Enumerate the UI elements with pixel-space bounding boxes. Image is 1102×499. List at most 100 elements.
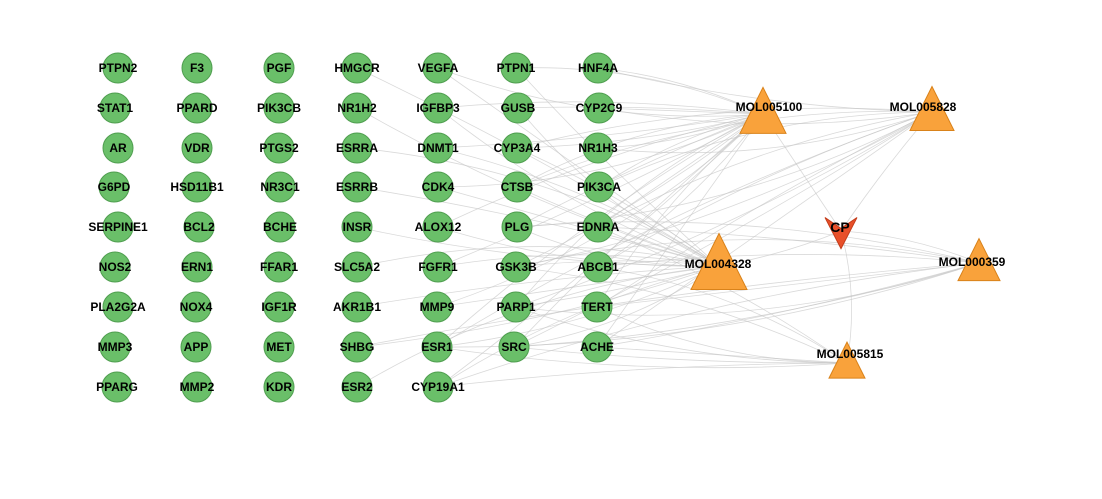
molecule-node[interactable]: MOL005828 — [890, 85, 957, 131]
molecule-triangle[interactable] — [739, 86, 787, 134]
gene-node-circle[interactable] — [102, 52, 134, 84]
gene-node-circle[interactable] — [263, 251, 295, 283]
gene-node[interactable]: INSR — [341, 211, 373, 243]
gene-node-circle[interactable] — [422, 92, 454, 124]
gene-node-circle[interactable] — [181, 371, 213, 403]
gene-node-circle[interactable] — [263, 291, 295, 323]
gene-node-circle[interactable] — [341, 371, 373, 403]
gene-node-circle[interactable] — [501, 132, 533, 164]
gene-node[interactable]: NR3C1 — [260, 171, 300, 203]
gene-node[interactable]: PTGS2 — [259, 132, 299, 164]
gene-node-circle[interactable] — [341, 52, 373, 84]
gene-node[interactable]: PTPN2 — [99, 52, 138, 84]
gene-node[interactable]: PLA2G2A — [90, 291, 146, 323]
gene-node-circle[interactable] — [581, 331, 613, 363]
gene-node[interactable]: G6PD — [98, 171, 131, 203]
gene-node-circle[interactable] — [421, 291, 453, 323]
gene-node-circle[interactable] — [582, 132, 614, 164]
gene-node-circle[interactable] — [99, 331, 131, 363]
gene-node[interactable]: HMGCR — [334, 52, 380, 84]
gene-node[interactable]: TERT — [581, 291, 613, 323]
gene-node-circle[interactable] — [264, 211, 296, 243]
gene-node[interactable]: CDK4 — [422, 171, 455, 203]
gene-node[interactable]: IGF1R — [261, 291, 297, 323]
gene-node[interactable]: ALOX12 — [415, 211, 462, 243]
gene-node-circle[interactable] — [183, 211, 215, 243]
gene-node-circle[interactable] — [341, 92, 373, 124]
gene-node[interactable]: PLG — [501, 211, 533, 243]
gene-node-circle[interactable] — [422, 371, 454, 403]
gene-node[interactable]: PPARD — [176, 92, 218, 124]
gene-node[interactable]: PARP1 — [496, 291, 536, 323]
gene-node[interactable]: ESRRB — [336, 171, 378, 203]
gene-node[interactable]: SHBG — [340, 331, 375, 363]
gene-node-circle[interactable] — [498, 331, 530, 363]
gene-node-circle[interactable] — [102, 291, 134, 323]
gene-node-circle[interactable] — [263, 132, 295, 164]
gene-node[interactable]: F3 — [181, 52, 213, 84]
gene-node[interactable]: SRC — [498, 331, 530, 363]
gene-node-circle[interactable] — [422, 132, 454, 164]
gene-node-circle[interactable] — [181, 132, 213, 164]
gene-node[interactable]: MET — [263, 331, 295, 363]
gene-node-circle[interactable] — [98, 171, 130, 203]
gene-node[interactable]: VDR — [181, 132, 213, 164]
gene-node-circle[interactable] — [581, 291, 613, 323]
gene-node-circle[interactable] — [422, 52, 454, 84]
molecule-node[interactable]: MOL000359 — [939, 237, 1006, 282]
gene-node-circle[interactable] — [102, 211, 134, 243]
gene-node[interactable]: SLC5A2 — [334, 251, 380, 283]
molecule-node[interactable]: MOL005815 — [817, 341, 884, 379]
gene-node-circle[interactable] — [501, 211, 533, 243]
gene-node-circle[interactable] — [341, 331, 373, 363]
gene-node-circle[interactable] — [582, 52, 614, 84]
gene-node[interactable]: FFAR1 — [260, 251, 298, 283]
gene-node-circle[interactable] — [180, 291, 212, 323]
gene-node-circle[interactable] — [422, 211, 454, 243]
molecule-node[interactable]: MOL005100 — [736, 86, 803, 134]
gene-node-circle[interactable] — [341, 132, 373, 164]
gene-node-circle[interactable] — [500, 291, 532, 323]
gene-node[interactable]: ACHE — [580, 331, 614, 363]
gene-node-circle[interactable] — [180, 331, 212, 363]
gene-node-circle[interactable] — [422, 171, 454, 203]
gene-node-circle[interactable] — [99, 251, 131, 283]
gene-node[interactable]: KDR — [263, 371, 295, 403]
gene-node[interactable]: BCL2 — [183, 211, 215, 243]
gene-node[interactable]: CYP2C9 — [576, 92, 623, 124]
gene-node[interactable]: PIK3CB — [257, 92, 301, 124]
gene-node[interactable]: NOS2 — [99, 251, 132, 283]
gene-node-circle[interactable] — [500, 52, 532, 84]
gene-node[interactable]: PTPN1 — [497, 52, 536, 84]
gene-node[interactable]: PPARG — [96, 371, 138, 403]
gene-node-circle[interactable] — [263, 331, 295, 363]
gene-node-circle[interactable] — [582, 211, 614, 243]
gene-node-circle[interactable] — [101, 371, 133, 403]
gene-node-circle[interactable] — [583, 92, 615, 124]
gene-node[interactable]: MMP2 — [180, 371, 215, 403]
gene-node-circle[interactable] — [102, 132, 134, 164]
gene-node[interactable]: MMP3 — [98, 331, 133, 363]
gene-node[interactable]: NR1H2 — [337, 92, 377, 124]
gene-node[interactable]: CTSB — [501, 171, 534, 203]
gene-node[interactable]: ESR1 — [421, 331, 453, 363]
gene-node[interactable]: GUSB — [501, 92, 536, 124]
gene-node-circle[interactable] — [264, 171, 296, 203]
gene-node[interactable]: SERPINE1 — [88, 211, 148, 243]
gene-node[interactable]: ESRRA — [336, 132, 378, 164]
gene-node[interactable]: IGFBP3 — [416, 92, 460, 124]
gene-node[interactable]: HSD11B1 — [170, 171, 224, 203]
molecule-triangle[interactable] — [909, 85, 955, 131]
gene-node-circle[interactable] — [263, 52, 295, 84]
gene-node[interactable]: CYP19A1 — [411, 371, 465, 403]
gene-node[interactable]: DNMT1 — [417, 132, 459, 164]
gene-node[interactable]: FGFR1 — [418, 251, 458, 283]
molecule-triangle[interactable] — [828, 341, 866, 379]
gene-node[interactable]: AKR1B1 — [333, 291, 381, 323]
gene-node-circle[interactable] — [583, 171, 615, 203]
gene-node-circle[interactable] — [500, 251, 532, 283]
gene-node-circle[interactable] — [341, 171, 373, 203]
gene-node[interactable]: PGF — [263, 52, 295, 84]
gene-node[interactable]: ESR2 — [341, 371, 373, 403]
gene-node[interactable]: BCHE — [263, 211, 297, 243]
